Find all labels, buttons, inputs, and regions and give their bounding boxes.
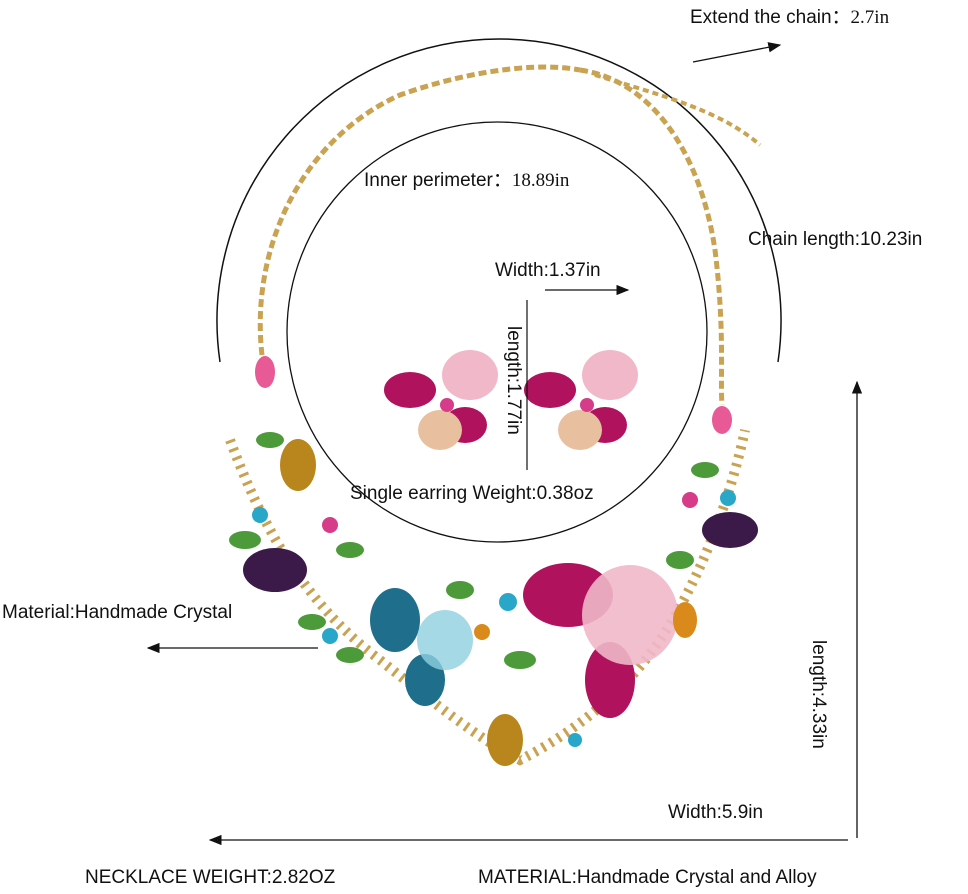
outer-arc	[216, 38, 782, 363]
earring-right	[524, 350, 638, 450]
extend-arrow	[692, 42, 782, 63]
extend-chain-label: Extend the chain：2.7in	[690, 7, 890, 28]
earring-left	[384, 350, 498, 450]
gems	[229, 356, 758, 766]
chain	[257, 64, 581, 356]
earring-width-label: Width:1.37in	[495, 260, 601, 281]
material-label: Material:Handmade Crystal	[2, 602, 233, 623]
inner-circle	[286, 121, 708, 543]
earring-length-label: length:1.77in	[503, 326, 524, 435]
necklace-weight-label: NECKLACE WEIGHT:2.82OZ	[85, 867, 336, 888]
chain-right	[579, 67, 725, 406]
inner-perimeter-label: Inner perimeter：18.89in	[364, 170, 570, 191]
material-bottom-label: MATERIAL:Handmade Crystal and Alloy	[478, 867, 817, 888]
chain-length-label: Chain length:10.23in	[748, 229, 923, 250]
necklace-body	[225, 428, 750, 766]
necklace-length-label: length:4.33in	[808, 640, 829, 749]
earring-weight-label: Single earring Weight:0.38oz	[350, 483, 594, 504]
necklace-width-label: Width:5.9in	[668, 802, 764, 823]
